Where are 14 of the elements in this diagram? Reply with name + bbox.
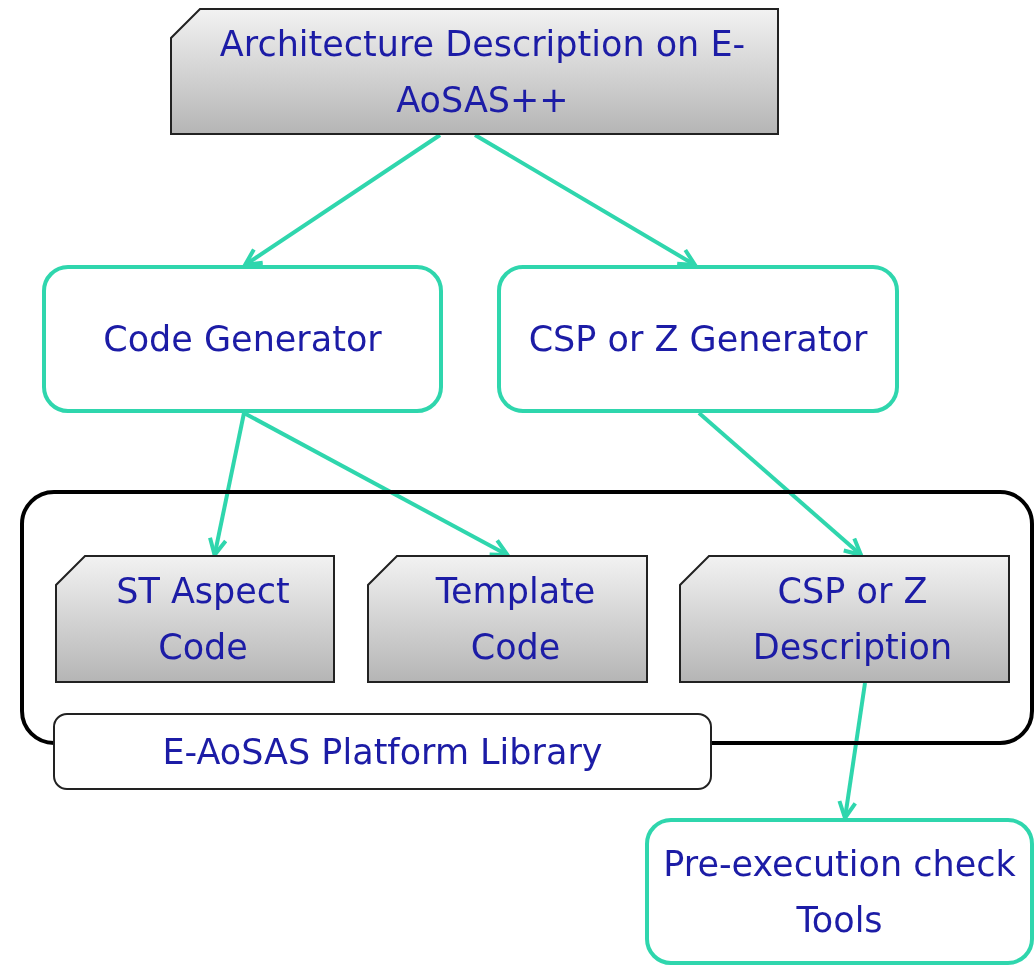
arrow (243, 133, 442, 267)
arrow (474, 133, 697, 267)
document-card: Template Code (367, 555, 648, 683)
arrow (208, 412, 246, 557)
arrow (243, 411, 510, 557)
document-card: Architecture Description on E-AoSAS++ (170, 8, 779, 135)
process-box: Pre-execution check Tools (645, 818, 1034, 965)
process-box: Code Generator (42, 265, 443, 413)
process-box: CSP or Z Generator (497, 265, 899, 413)
library-label: E-AoSAS Platform Library (53, 713, 712, 790)
arrow (837, 682, 867, 820)
arrow (697, 411, 864, 557)
document-card: ST Aspect Code (55, 555, 335, 683)
document-card: CSP or Z Description (679, 555, 1010, 683)
